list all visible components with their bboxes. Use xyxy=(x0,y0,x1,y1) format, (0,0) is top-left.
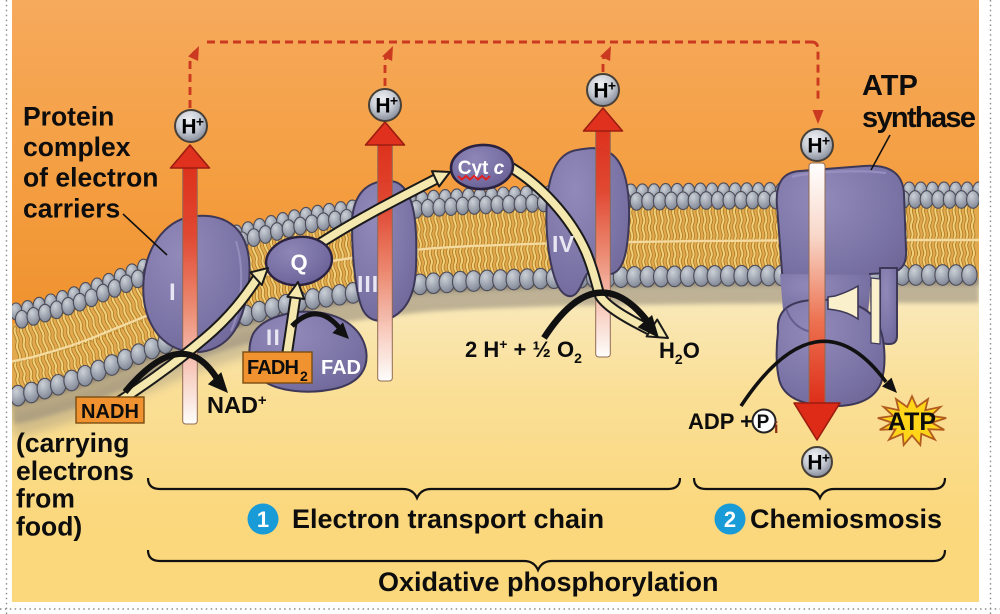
svg-text:NAD+: NAD+ xyxy=(207,392,267,418)
svg-text:Oxidative phosphorylation: Oxidative phosphorylation xyxy=(378,567,719,597)
svg-text:food): food) xyxy=(16,511,82,541)
svg-text:2: 2 xyxy=(300,368,308,384)
svg-text:from: from xyxy=(16,484,75,514)
svg-text:FADH: FADH xyxy=(247,357,299,379)
svg-text:synthase: synthase xyxy=(862,102,976,134)
svg-text:I: I xyxy=(169,279,176,306)
svg-text:P: P xyxy=(757,412,770,433)
svg-text:2 H+ + ½ O2: 2 H+ + ½ O2 xyxy=(465,336,582,366)
svg-text:H: H xyxy=(807,135,822,158)
svg-text:H: H xyxy=(593,80,608,103)
svg-text:+: + xyxy=(822,450,830,466)
svg-text:electrons: electrons xyxy=(16,456,134,486)
svg-text:complex: complex xyxy=(23,132,131,162)
svg-text:III: III xyxy=(357,271,379,297)
svg-text:IV: IV xyxy=(552,231,575,257)
svg-text:NADH: NADH xyxy=(81,401,139,423)
svg-text:of electron: of electron xyxy=(23,163,158,193)
svg-text:carriers: carriers xyxy=(23,193,120,223)
svg-text:2: 2 xyxy=(724,507,736,532)
svg-text:Chemiosmosis: Chemiosmosis xyxy=(750,504,942,534)
svg-text:ATP: ATP xyxy=(862,70,918,102)
svg-text:ATP: ATP xyxy=(888,408,936,436)
svg-text:(carrying: (carrying xyxy=(16,428,129,458)
svg-text:H: H xyxy=(375,95,390,118)
svg-text:+: + xyxy=(196,114,204,130)
svg-text:i: i xyxy=(774,420,778,437)
svg-text:Q: Q xyxy=(290,250,307,275)
svg-text:+: + xyxy=(822,133,830,149)
svg-text:H: H xyxy=(181,116,196,139)
svg-text:1: 1 xyxy=(257,507,269,532)
svg-text:Protein: Protein xyxy=(23,102,114,132)
svg-text:Electron transport chain: Electron transport chain xyxy=(292,504,604,534)
svg-text:FAD: FAD xyxy=(321,357,361,379)
svg-text:+: + xyxy=(608,78,616,94)
svg-text:H: H xyxy=(807,452,822,475)
svg-text:Cyt c: Cyt c xyxy=(458,158,505,179)
svg-text:+: + xyxy=(390,93,398,109)
svg-text:II: II xyxy=(266,325,281,350)
svg-text:ADP +: ADP + xyxy=(688,409,753,434)
